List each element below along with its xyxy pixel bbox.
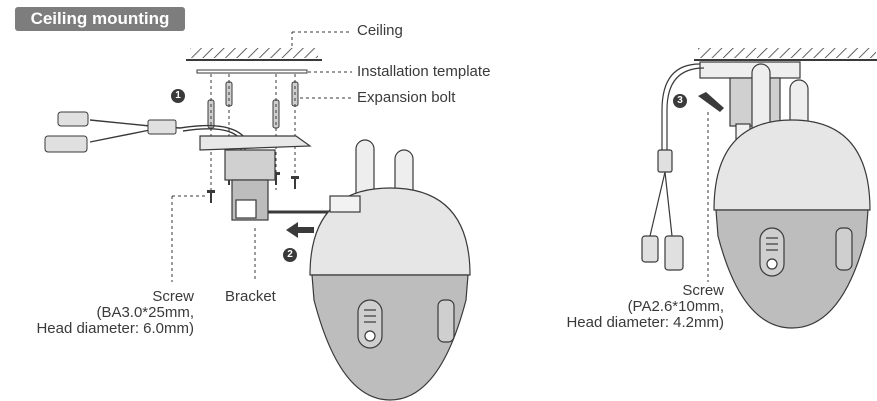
left-connectors [44,111,177,153]
guide-lines [171,31,709,282]
label-screw-left-line-3: Head diameter: 6.0mm) [36,320,194,337]
label-screw-right-line-3: Head diameter: 4.2mm) [566,314,724,331]
step-2-badge: 2 [283,248,297,262]
expansion-bolts [207,81,299,129]
right-screw [698,92,724,112]
label-screw-right-line-1: Screw [682,282,724,299]
label-screw-left: Screw (BA3.0*25mm, Head diameter: 6.0mm) [36,289,194,337]
section-title: Ceiling mounting [15,7,185,31]
insert-arrow [286,222,314,238]
left-camera [309,139,471,401]
label-bracket: Bracket [225,288,276,305]
right-ceiling [694,48,877,61]
right-camera [713,63,871,329]
label-screw-right-line-2: (PA2.6*10mm, [627,298,724,315]
step-1-badge: 1 [171,89,185,103]
label-screw-left-line-2: (BA3.0*25mm, [96,304,194,321]
label-installation-template: Installation template [357,63,491,80]
label-screw-right: Screw (PA2.6*10mm, Head diameter: 4.2mm) [566,283,724,331]
bracket [199,135,328,221]
installation-template [196,69,308,74]
label-expansion-bolt: Expansion bolt [357,89,456,106]
step-3-badge: 3 [673,94,687,108]
label-screw-left-line-1: Screw [152,288,194,305]
label-ceiling: Ceiling [357,22,403,39]
left-ceiling [186,48,322,61]
